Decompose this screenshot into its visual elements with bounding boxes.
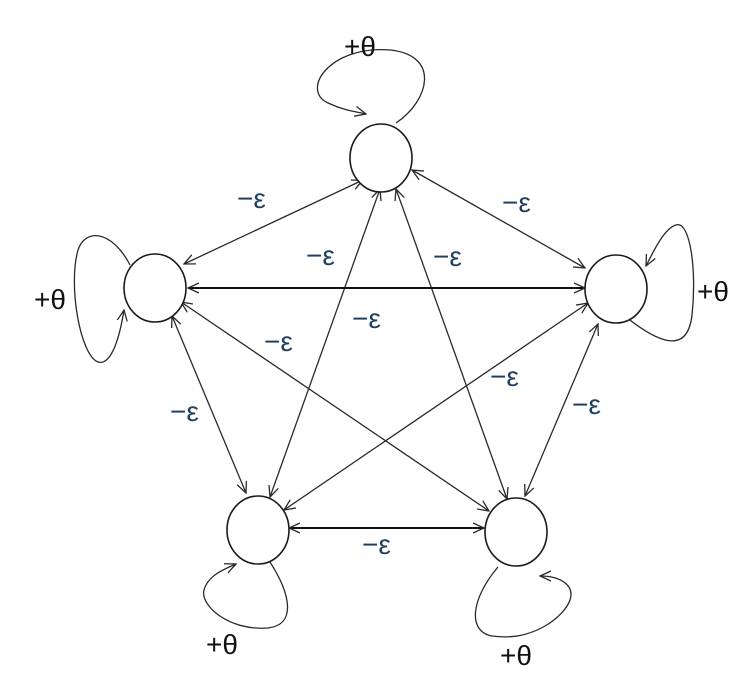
node-left <box>123 253 187 323</box>
node-bottom-left <box>226 495 290 565</box>
edge-label-top-right: −ε <box>502 187 531 218</box>
edge-label-bottom: −ε <box>362 529 391 560</box>
edge-label-top-bottomright: −ε <box>433 241 462 272</box>
edge-left-bottomright <box>181 302 489 511</box>
node-right <box>584 254 648 324</box>
edge-top-bottomright <box>396 189 507 499</box>
self-loop-label-left: +θ <box>34 284 66 315</box>
edge-left-bottomleft <box>172 316 246 493</box>
self-loop-left <box>73 235 131 363</box>
edge-right-bottomleft <box>284 303 588 510</box>
self-loop-right <box>619 224 695 342</box>
edge-top-left <box>184 180 363 264</box>
edge-label-top-left: −ε <box>237 183 266 214</box>
edge-label-top-bottomleft: −ε <box>306 240 335 271</box>
self-loop-bottom-left <box>203 558 289 629</box>
self-loop-top <box>316 49 426 124</box>
self-loop-bottom-right <box>474 566 572 638</box>
edge-label-left-right: −ε <box>352 303 381 334</box>
self-loop-label-bottom-right: +θ <box>500 640 532 671</box>
self-loop-label-bottom-left: +θ <box>206 629 238 660</box>
edge-label-right-bottomright: −ε <box>572 389 601 420</box>
node-bottom-right <box>484 497 548 567</box>
edge-label-left-bottomright: −ε <box>264 326 293 357</box>
edge-label-left-bottomleft: −ε <box>170 396 199 427</box>
edge-right-bottomright <box>525 324 598 496</box>
node-top <box>349 123 413 193</box>
self-loop-label-top: +θ <box>344 31 376 62</box>
self-loop-label-right: +θ <box>697 276 729 307</box>
edge-label-right-bottomleft: −ε <box>490 361 519 392</box>
